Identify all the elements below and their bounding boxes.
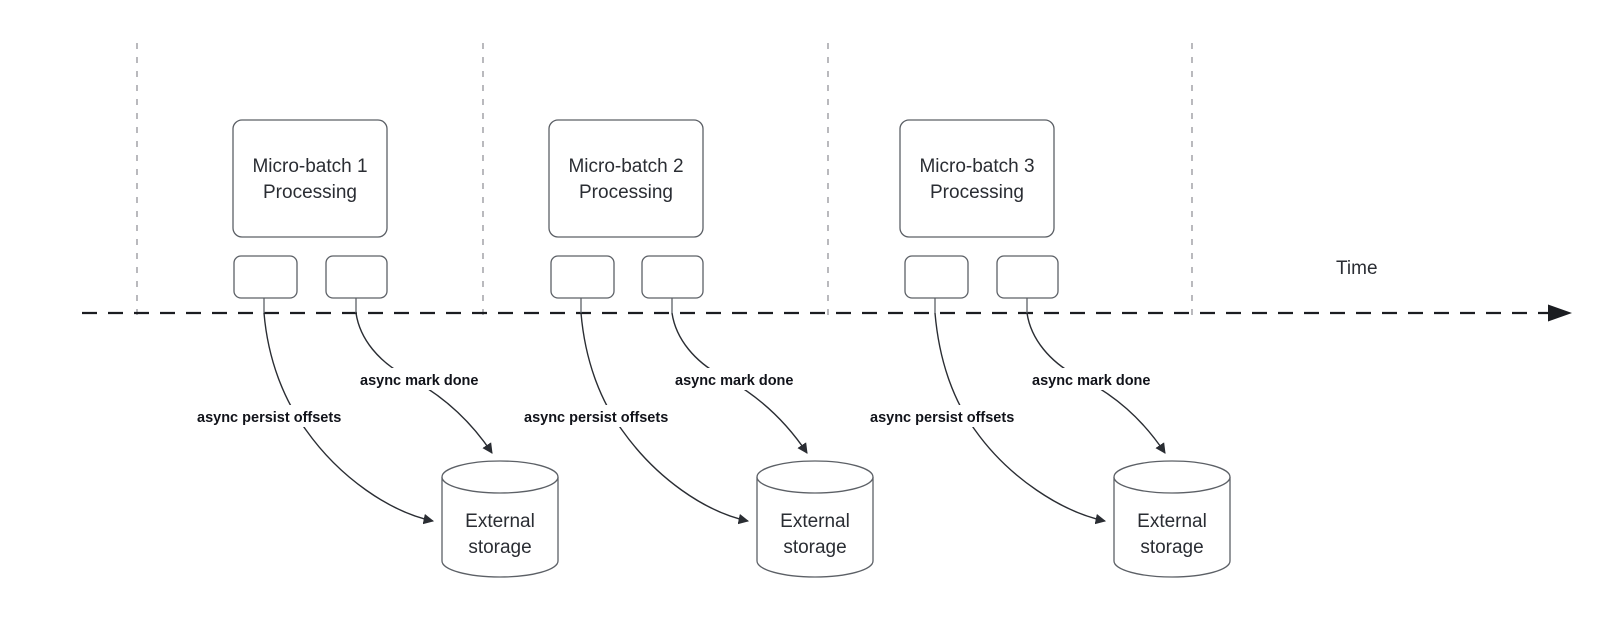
micro-batch-3-task-box-right[interactable]: [996, 255, 1059, 299]
micro-batch-2-mark-done-label: async mark done: [675, 373, 793, 389]
time-axis-label: Time: [1336, 258, 1378, 279]
external-storage-2-label-line1: External: [780, 511, 850, 532]
external-storage-2-top: [756, 460, 874, 494]
micro-batch-3-mark-done-label-bg: [1028, 368, 1176, 390]
micro-batch-3-persist-label-bg: [866, 405, 1050, 427]
micro-batch-dividers: [136, 43, 1193, 316]
micro-batch-1-persist-offsets-curve: [263, 312, 435, 525]
micro-batch-1-persist-offsets-label: async persist offsets: [197, 410, 341, 426]
external-storage-3-body: [1113, 477, 1231, 578]
group-3: Micro-batch 3 Processing async mark done…: [866, 119, 1231, 578]
external-storage-2-body: [756, 477, 874, 578]
micro-batch-1-mark-done-label-bg: [356, 368, 504, 390]
micro-batch-2-persist-label-bg: [520, 405, 704, 427]
timeline-arrowhead: [1548, 304, 1572, 322]
external-storage-1-body: [441, 477, 559, 578]
micro-batch-3-persist-offsets-curve: [934, 312, 1107, 525]
micro-batch-1-task-box-left[interactable]: [233, 255, 298, 299]
micro-batch-3-mark-done-label: async mark done: [1032, 373, 1150, 389]
micro-batch-2-box[interactable]: [548, 119, 704, 238]
external-storage-1[interactable]: External storage: [441, 460, 559, 578]
micro-batch-3-persist-offsets-label: async persist offsets: [870, 410, 1014, 426]
micro-batch-2-label-line1: Micro-batch 2: [568, 156, 683, 177]
external-storage-1-top: [441, 460, 559, 494]
micro-batch-2-persist-offsets-curve: [580, 312, 750, 525]
micro-batch-3-label-line2: Processing: [930, 182, 1024, 203]
micro-batch-3-box[interactable]: [899, 119, 1055, 238]
external-storage-1-label-line2: storage: [468, 537, 531, 558]
external-storage-3[interactable]: External storage: [1113, 460, 1231, 578]
micro-batch-2-task-box-right[interactable]: [641, 255, 704, 299]
micro-batch-1-box[interactable]: [232, 119, 388, 238]
micro-batch-3-label-line1: Micro-batch 3: [919, 156, 1034, 177]
group-1: Micro-batch 1 Processing async mark done…: [193, 119, 559, 578]
external-storage-3-top: [1113, 460, 1231, 494]
micro-batch-2-task-box-left[interactable]: [550, 255, 615, 299]
micro-batch-1-label-line1: Micro-batch 1: [252, 156, 367, 177]
time-axis: Time: [82, 258, 1572, 322]
external-storage-2-label-line2: storage: [783, 537, 846, 558]
micro-batch-1-mark-done-label: async mark done: [360, 373, 478, 389]
micro-batch-1-task-box-right[interactable]: [325, 255, 388, 299]
micro-batch-1-persist-label-bg: [193, 405, 377, 427]
micro-batch-2-mark-done-label-bg: [671, 368, 819, 390]
external-storage-3-label-line2: storage: [1140, 537, 1203, 558]
external-storage-3-label-line1: External: [1137, 511, 1207, 532]
micro-batch-3-task-box-left[interactable]: [904, 255, 969, 299]
group-2: Micro-batch 2 Processing async mark done…: [520, 119, 874, 578]
micro-batch-1-label-line2: Processing: [263, 182, 357, 203]
external-storage-2[interactable]: External storage: [756, 460, 874, 578]
micro-batch-2-persist-offsets-label: async persist offsets: [524, 410, 668, 426]
external-storage-1-label-line1: External: [465, 511, 535, 532]
micro-batch-2-label-line2: Processing: [579, 182, 673, 203]
